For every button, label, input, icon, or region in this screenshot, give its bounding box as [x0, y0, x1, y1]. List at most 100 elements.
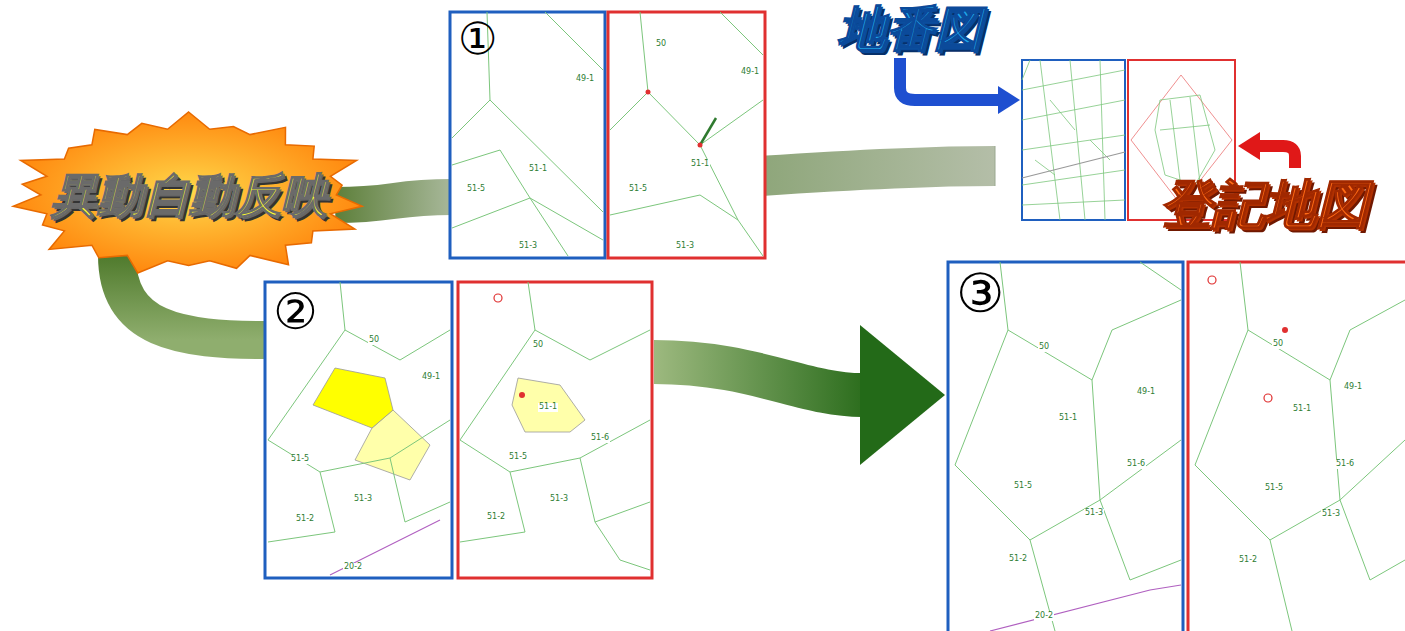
- flow-band-body: [654, 362, 862, 395]
- parcel-number: 51-3: [353, 495, 373, 504]
- illustration-part: [268, 532, 335, 542]
- illustration-part: [458, 282, 652, 578]
- illustration-part: [1022, 60, 1125, 220]
- illustration-part: [1264, 394, 1272, 402]
- parcel-number: 51-3: [549, 495, 569, 504]
- parcel-number: 50: [368, 336, 380, 345]
- illustration-part: [519, 392, 525, 398]
- illustration-part: [1040, 60, 1060, 220]
- illustration-part: [1270, 540, 1292, 631]
- illustration-part: [1092, 300, 1181, 380]
- illustration-part: [460, 330, 650, 472]
- illustration-part: [1022, 60, 1030, 80]
- parcel-number: 51-1: [1058, 414, 1078, 423]
- illustration-part: [512, 378, 585, 432]
- illustration-part: [1022, 60, 1125, 220]
- parcel-number: 51-6: [590, 434, 610, 443]
- illustration-part: [1092, 380, 1100, 500]
- parcel-number: 51-6: [1126, 460, 1146, 469]
- pointer-arrow: [900, 58, 1020, 114]
- parcel-number: 51-6: [1335, 460, 1355, 469]
- illustration-part: [390, 458, 450, 522]
- flow-band: [654, 325, 945, 465]
- parcel-number: 51-1: [538, 403, 558, 412]
- illustration-part: [1195, 262, 1405, 631]
- parcel-number: 51-3: [675, 242, 695, 251]
- illustration-part: [487, 12, 603, 212]
- parcel-number: 49-1: [740, 68, 760, 77]
- illustration-part: [452, 100, 490, 138]
- burst-title: 異動自動反映: [51, 171, 327, 219]
- illustration-part: [1022, 135, 1125, 150]
- illustration-part: [1188, 262, 1405, 631]
- illustration-part: [452, 150, 530, 198]
- callout-number: ③: [956, 266, 1401, 323]
- illustration-part: [494, 294, 502, 302]
- parcel-number: 51-3: [1084, 509, 1104, 518]
- illustration-part: [1022, 170, 1125, 185]
- illustration-part: [1282, 327, 1288, 333]
- illustration-part: [460, 532, 525, 542]
- illustration-part: [700, 118, 716, 145]
- illustration-part: [1030, 540, 1055, 631]
- illustration-part: [595, 522, 650, 570]
- illustration-part: [528, 282, 650, 360]
- map-panel: [1188, 262, 1405, 631]
- illustration-part: [268, 330, 450, 472]
- arrowhead: [860, 325, 945, 465]
- illustration-part: [1100, 60, 1105, 220]
- illustration-part: [1140, 262, 1181, 290]
- parcel-number: 51-3: [1321, 510, 1341, 519]
- parcel-number: 51-5: [1013, 482, 1033, 491]
- illustration-part: [545, 12, 603, 70]
- parcel-number: 51-3: [518, 242, 538, 251]
- parcel-number: 51-2: [1008, 555, 1028, 564]
- illustration-part: [955, 330, 1181, 540]
- illustration-part: [610, 92, 648, 130]
- illustration-part: [510, 472, 525, 532]
- illustration-part: [1208, 276, 1216, 284]
- callout-number: ①: [458, 16, 761, 62]
- pointer-arrow: [1238, 132, 1295, 168]
- illustration-part: [330, 520, 440, 575]
- map-panel: [458, 282, 652, 578]
- parcel-number: 51-2: [295, 515, 315, 524]
- flow-band: [760, 166, 995, 176]
- illustration-part: [608, 12, 765, 258]
- parcel-number: 51-5: [466, 185, 486, 194]
- illustration-part: [1050, 100, 1075, 130]
- map-pair: ③: [948, 262, 1405, 631]
- parcel-number: 50: [655, 40, 667, 49]
- parcel-number: 50: [1272, 340, 1284, 349]
- parcel-number: 49-1: [1343, 383, 1363, 392]
- parcel-number: 51-5: [1264, 484, 1284, 493]
- illustration-part: [900, 58, 1000, 100]
- illustration-part: [640, 12, 763, 145]
- parcel-number: 49-1: [575, 75, 595, 84]
- parcel-number: 51-5: [628, 185, 648, 194]
- illustration-part: [1258, 146, 1295, 168]
- illustration-part: [1340, 500, 1405, 580]
- illustration-part: [1330, 380, 1340, 500]
- parcel-number: 51-1: [1292, 405, 1312, 414]
- illustration-part: [1155, 95, 1215, 185]
- illustration-part: [1240, 262, 1330, 380]
- illustration-part: [610, 195, 738, 220]
- map-pair: ②: [265, 282, 656, 578]
- illustration-part: [610, 12, 763, 256]
- title-label: 登記地図: [1160, 176, 1368, 233]
- parcel-number: 50: [532, 341, 544, 350]
- parcel-number: 51-5: [290, 455, 310, 464]
- illustration-part: [1160, 97, 1210, 183]
- small-map: [1022, 60, 1125, 220]
- parcel-number: 51-5: [508, 453, 528, 462]
- illustration-part: [452, 198, 603, 240]
- illustration-part: [990, 585, 1181, 631]
- illustration-part: [1330, 300, 1405, 380]
- illustration-part: [340, 282, 450, 360]
- illustration-part: [1022, 200, 1125, 205]
- callout-number: ②: [273, 286, 648, 339]
- illustration-part: [580, 458, 650, 522]
